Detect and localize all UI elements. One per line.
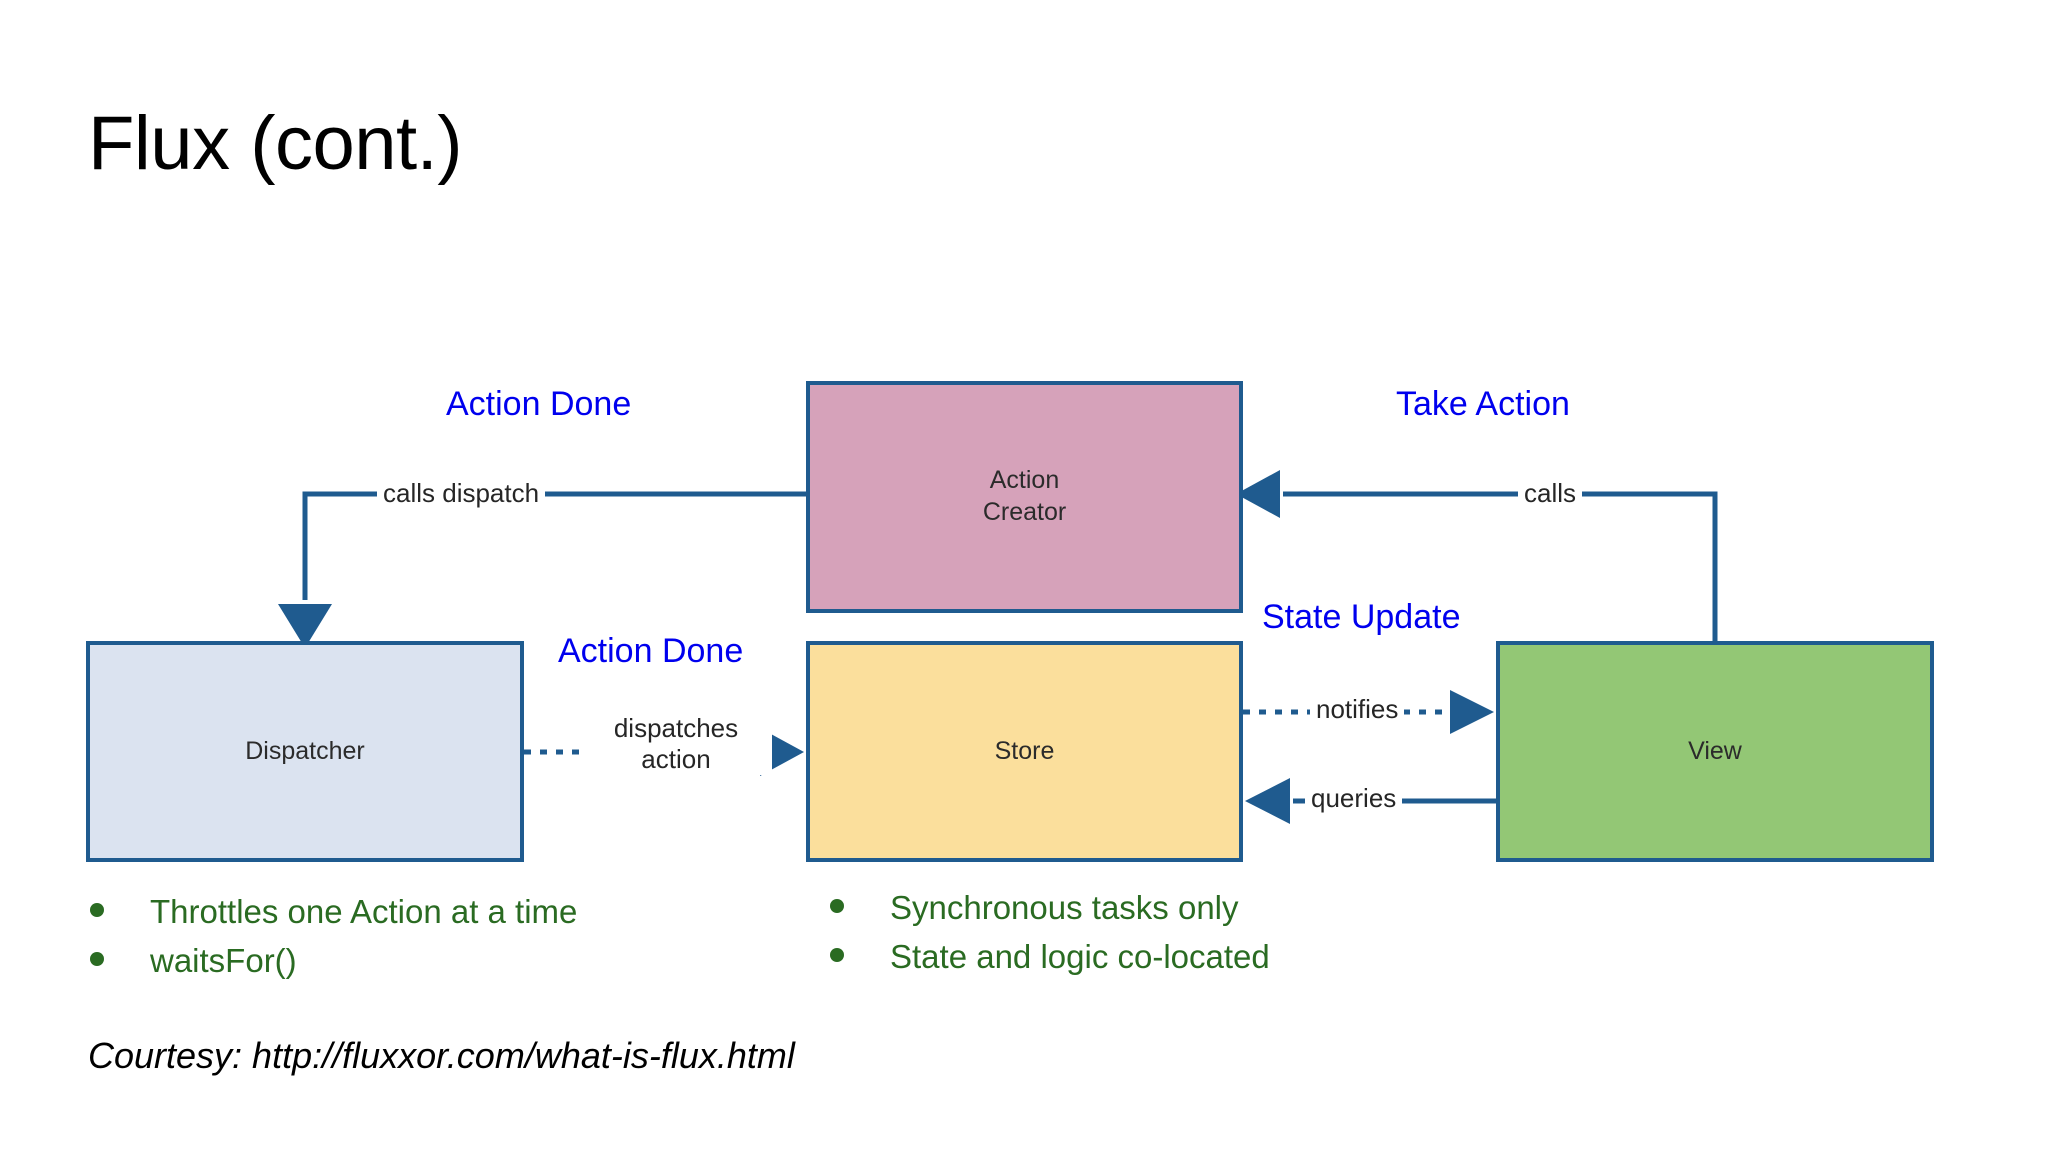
edge-label-calls: calls [1518,478,1583,510]
annotation-take-action: Take Action [1396,385,1570,423]
node-view[interactable]: View [1496,641,1934,862]
bullet-text: waitsFor() [150,941,297,979]
courtesy-credit: Courtesy: http://fluxxor.com/what-is-flu… [88,1035,795,1076]
node-store[interactable]: Store [806,641,1243,862]
bullet-dot-icon [90,903,104,917]
annotation-action-done-top: Action Done [446,385,632,423]
node-action-creator-label: Action Creator [982,466,1067,526]
bullet-text: Synchronous tasks only [890,889,1239,926]
list-item: State and logic co-located [830,933,1270,982]
list-item: Throttles one Action at a time [90,888,577,937]
edge-calls-dispatch [278,491,806,648]
bullet-dot-icon [830,947,844,962]
edge-label-queries: queries [1305,783,1403,815]
node-dispatcher-label: Dispatcher [245,736,365,765]
list-item: waitsFor() [90,937,577,986]
edge-label-dispatches-action: dispatches action [580,713,772,776]
node-action-creator[interactable]: Action Creator [806,381,1243,613]
annotation-state-update: State Update [1262,598,1461,636]
annotation-action-done-mid: Action Done [558,632,744,670]
bullet-list-dispatcher: Throttles one Action at a time waitsFor(… [90,888,577,986]
node-store-label: Store [994,736,1055,765]
bullet-dot-icon [90,951,104,966]
node-dispatcher[interactable]: Dispatcher [86,641,524,862]
page-title: Flux (cont.) [88,101,463,186]
edge-label-calls-dispatch: calls dispatch [377,478,546,510]
bullet-text: Throttles one Action at a time [150,893,578,930]
bullet-text: State and logic co-located [890,937,1270,975]
list-item: Synchronous tasks only [830,884,1270,933]
bullet-list-store: Synchronous tasks only State and logic c… [830,884,1270,982]
edge-label-notifies: notifies [1310,694,1405,726]
bullet-dot-icon [830,899,844,913]
edge-calls [1236,470,1718,641]
node-view-label: View [1688,736,1742,765]
